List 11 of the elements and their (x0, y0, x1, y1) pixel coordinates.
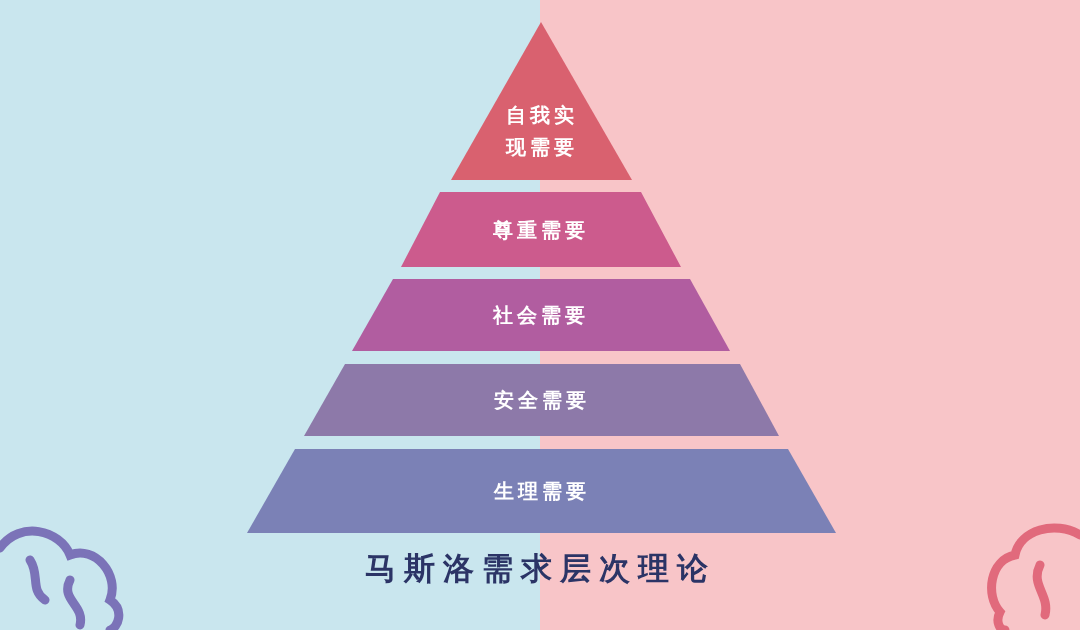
level-label: 尊重需要 (492, 216, 590, 244)
pyramid-tip-triangle (451, 22, 632, 180)
pyramid-layer (352, 279, 730, 351)
level-label: 社会需要 (492, 302, 590, 329)
level-label: 自我实现需要 (504, 102, 579, 161)
pyramid-layer (247, 449, 836, 533)
pyramid-layer (304, 364, 779, 436)
level-label: 生理需要 (492, 478, 591, 505)
diagram-title: 马斯洛需求层次理论 (363, 549, 717, 588)
level-label: 安全需要 (492, 387, 591, 414)
pyramid-layer (401, 192, 681, 267)
